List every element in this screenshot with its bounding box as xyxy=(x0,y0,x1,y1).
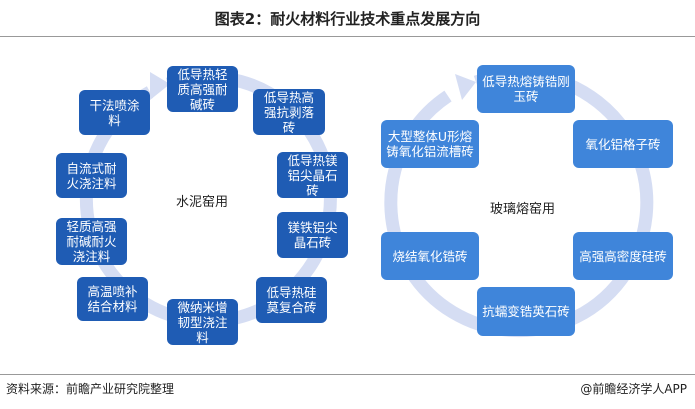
glass-furnace-label: 玻璃熔窑用 xyxy=(490,202,556,217)
cement-kiln-label: 水泥窑用 xyxy=(176,195,229,210)
glass-item: 高强高密度硅砖 xyxy=(573,232,673,280)
bottom-divider xyxy=(0,374,695,375)
glass-cycle-ring xyxy=(384,68,654,338)
chart-title: 图表2：耐火材料行业技术重点发展方向 xyxy=(214,10,481,28)
glass-cycle-arrowhead xyxy=(455,74,476,100)
cement-cycle-arrowhead xyxy=(150,72,170,100)
cement-item: 干法喷涂料 xyxy=(79,90,150,135)
cement-item: 轻质高强耐碱耐火浇注料 xyxy=(56,218,127,265)
glass-item: 氧化铝格子砖 xyxy=(573,120,673,168)
cement-item: 低导热高强抗剥落砖 xyxy=(253,89,325,135)
cement-item: 高温喷补结合材料 xyxy=(77,277,148,321)
cement-item: 低导热镁铝尖晶石砖 xyxy=(277,152,348,198)
glass-item: 烧结氧化锆砖 xyxy=(381,232,479,280)
cement-item: 低导热硅莫复合砖 xyxy=(256,277,327,323)
top-divider xyxy=(0,36,695,37)
cement-item: 低导热轻质高强耐碱砖 xyxy=(167,66,238,112)
cement-item: 微纳米增韧型浇注料 xyxy=(167,299,238,345)
glass-item: 大型整体U形熔铸氧化铝流槽砖 xyxy=(381,120,479,168)
brand-credit: @前瞻经济学人APP xyxy=(580,382,687,396)
glass-item: 抗蠕变锆英石砖 xyxy=(477,287,575,336)
cement-item: 自流式耐火浇注料 xyxy=(56,153,127,198)
source-note: 资料来源：前瞻产业研究院整理 xyxy=(6,382,175,396)
cement-item: 镁铁铝尖晶石砖 xyxy=(277,212,348,258)
glass-item: 低导热熔铸锆刚玉砖 xyxy=(477,65,575,113)
